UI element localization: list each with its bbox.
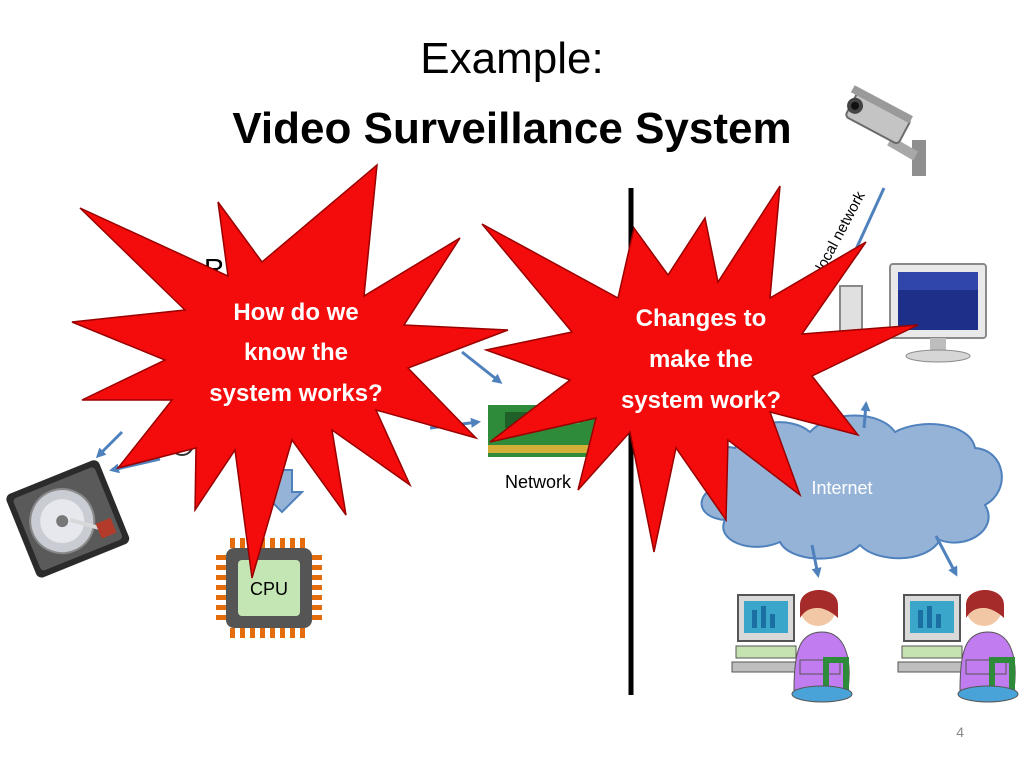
title-line-2: Video Surveillance System bbox=[232, 104, 792, 153]
callout-right-line-3: system work? bbox=[621, 387, 781, 414]
arrow-to-user-2 bbox=[934, 535, 958, 577]
arrow-down-to-network bbox=[461, 350, 503, 384]
user-at-computer-icon bbox=[731, 590, 853, 703]
title-line-1: Example: bbox=[420, 34, 604, 83]
callout-left-line-2: know the bbox=[244, 339, 348, 366]
arrow-cloud-up bbox=[860, 401, 871, 429]
label-network: Network bbox=[505, 472, 572, 492]
arrow-to-hard-drive-2 bbox=[95, 430, 124, 459]
monitor-icon bbox=[889, 263, 987, 363]
starburst-left bbox=[71, 163, 509, 579]
arrow-to-user-1 bbox=[810, 544, 822, 578]
page-number: 4 bbox=[956, 724, 964, 740]
hard-drive-icon bbox=[6, 460, 130, 578]
user-at-computer-icon bbox=[897, 590, 1019, 703]
callout-left-line-3: system works? bbox=[209, 380, 382, 407]
label-cpu: CPU bbox=[250, 579, 288, 599]
callout-left-line-1: How do we bbox=[233, 299, 358, 326]
label-internet: Internet bbox=[811, 478, 872, 498]
callout-right-line-1: Changes to bbox=[636, 305, 767, 332]
starburst-right bbox=[481, 185, 919, 553]
callout-right-line-2: make the bbox=[649, 346, 753, 373]
security-camera-icon bbox=[845, 85, 926, 176]
